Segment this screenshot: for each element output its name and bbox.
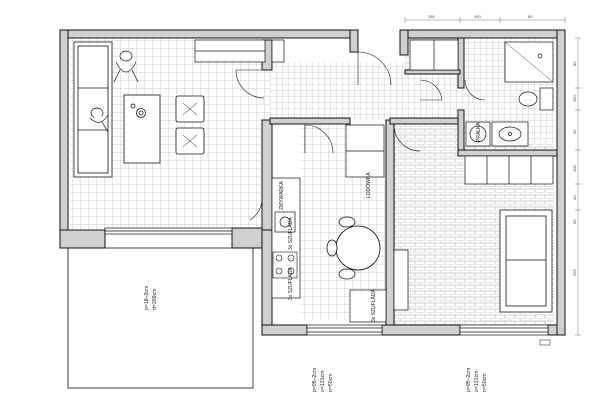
label-lodowka: LODÓWKA: [365, 172, 372, 198]
cabinet-top-living: [271, 39, 285, 63]
dim-right-1: 80: [572, 61, 577, 66]
wardrobe-hallway: [409, 39, 459, 71]
marker-bottom-right: [539, 339, 551, 346]
note-left-line-1: p=18÷2cm: [144, 286, 150, 310]
person-figure-1: [113, 50, 139, 83]
armchair-1: [175, 95, 205, 123]
label-szuflada-3: 3x SZUFLADA: [371, 289, 377, 322]
toilet: [518, 87, 554, 111]
shelf-bedroom: [393, 249, 409, 311]
person-figure-2: [89, 107, 109, 133]
note-middle-line-2: o=131cm: [320, 371, 326, 393]
label-zmywarka: ZMYWARKA: [279, 181, 285, 210]
dim-right-5: 40: [572, 195, 577, 200]
label-szuflada-2: 3x SZUFLADA: [288, 267, 294, 300]
dim-top-3: 80: [528, 14, 533, 19]
washbasin: [491, 121, 529, 147]
window-living-room: [104, 227, 233, 235]
dim-right-3: 90: [572, 129, 577, 134]
dim-right-6: 50: [572, 219, 577, 224]
dining-table: [326, 216, 381, 280]
window-bedroom: [459, 324, 549, 336]
door-hallway: [419, 79, 486, 101]
label-pralka: PRALKA: [476, 122, 482, 142]
dimension-line-right: [575, 37, 581, 336]
kitchen-cabinet-right: [349, 289, 387, 323]
balcony-outline: [67, 247, 254, 389]
note-right-line-2: o=131cm: [474, 371, 480, 393]
note-middle-line-3: n=50cm: [328, 373, 334, 392]
door-entrance: [357, 51, 392, 86]
kitchen-counter: [271, 177, 301, 299]
door-kitchen: [304, 124, 334, 154]
cooktop: [272, 251, 298, 279]
door-bedroom: [393, 124, 421, 152]
dim-top-1: 155: [428, 14, 435, 19]
dim-right-7: 295: [572, 269, 577, 276]
washing-machine: [465, 121, 491, 147]
note-middle-line-1: p=95÷2cm: [312, 368, 318, 392]
bed-sofa: [499, 209, 553, 313]
note-right-line-1: p=95÷2cm: [466, 368, 472, 392]
armchair-2: [175, 127, 205, 155]
label-szuflada-1: 3x SZUFLADA: [288, 217, 294, 250]
coffee-table: [123, 94, 161, 164]
fridge: [345, 124, 385, 178]
dim-top-2: 150: [474, 14, 481, 19]
dim-right-4: 100: [572, 165, 577, 172]
dimension-line-top: [404, 17, 566, 23]
shower: [504, 41, 554, 83]
note-right-line-3: n=50cm: [482, 373, 488, 392]
note-left-line-2: d=209cm: [152, 289, 158, 311]
door-living-room: [235, 69, 265, 221]
window-top: [194, 39, 266, 63]
walls: [59, 29, 566, 336]
window-kitchen: [306, 324, 383, 336]
kitchen-sink: [274, 211, 296, 233]
wardrobe-bedroom: [464, 155, 554, 185]
dim-right-2: 150: [572, 95, 577, 102]
